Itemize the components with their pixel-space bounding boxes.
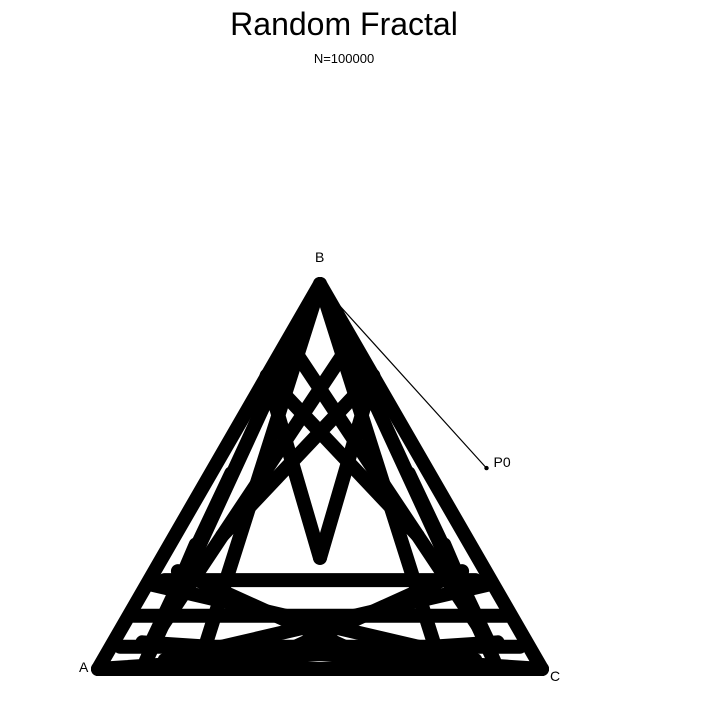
attractor-segment [144,466,239,650]
attractor-point [215,452,226,463]
attractor-segment [259,368,425,543]
initial-path-point [428,474,434,479]
initial-path-point [525,642,531,648]
attractor-point [448,664,459,674]
attractor-point [525,644,536,655]
attractor-point [237,413,248,424]
chart-title: Random Fractal [230,6,458,42]
attractor-point [104,644,115,655]
vertex-label-a: A [79,659,89,675]
attractor-point [292,664,303,674]
attractor-point [337,664,348,674]
attractor-layer [91,277,549,676]
attractor-point [181,510,192,520]
initial-path-point [484,570,489,575]
chart-subtitle: N=100000 [314,51,374,66]
attractor-point [204,664,214,674]
attractor-point [259,375,270,386]
attractor-point [537,664,547,674]
attractor-point [470,664,481,674]
vertex-label-c: C [550,668,560,684]
attractor-point [315,664,325,674]
attractor-point [403,664,414,674]
attractor-point [292,317,303,328]
attractor-point [204,471,214,482]
attractor-point [115,625,126,636]
initial-path-point [317,281,323,287]
attractor-segment [170,564,372,663]
attractor-point [93,664,103,674]
attractor-point [492,664,503,674]
attractor-segment [215,368,381,543]
attractor-point [137,664,148,674]
attractor-point [115,664,126,674]
attractor-point [159,548,170,559]
attractor-point [270,356,281,366]
attractor-point [226,433,237,443]
vertex-label-b: B [315,249,324,265]
attractor-point [303,298,314,309]
attractor-point [181,664,192,674]
attractor-segment [259,368,327,565]
attractor-point [170,529,181,540]
attractor-point [359,664,370,674]
attractor-point [270,664,281,674]
attractor-point [137,587,148,597]
initial-path-line [319,283,529,646]
attractor-segment [268,564,470,663]
attractor-point [159,664,170,674]
attractor-point [381,664,392,674]
attractor-point [192,490,203,501]
attractor-point [426,664,436,674]
attractor-point [514,664,525,674]
attractor-segment [313,368,381,565]
attractor-point [226,664,237,674]
initial-path-point [484,465,489,471]
attractor-point [248,394,259,405]
label-layer: A B C P0 [79,249,560,684]
attractor-segment [157,577,496,668]
start-point-label: P0 [494,454,511,470]
attractor-segment [401,466,496,650]
attractor-point [126,606,137,617]
attractor-point [248,664,259,674]
initial-path-layer [317,281,531,648]
initial-path-point [512,618,517,624]
attractor-point [148,567,159,578]
attractor-point [281,336,292,347]
